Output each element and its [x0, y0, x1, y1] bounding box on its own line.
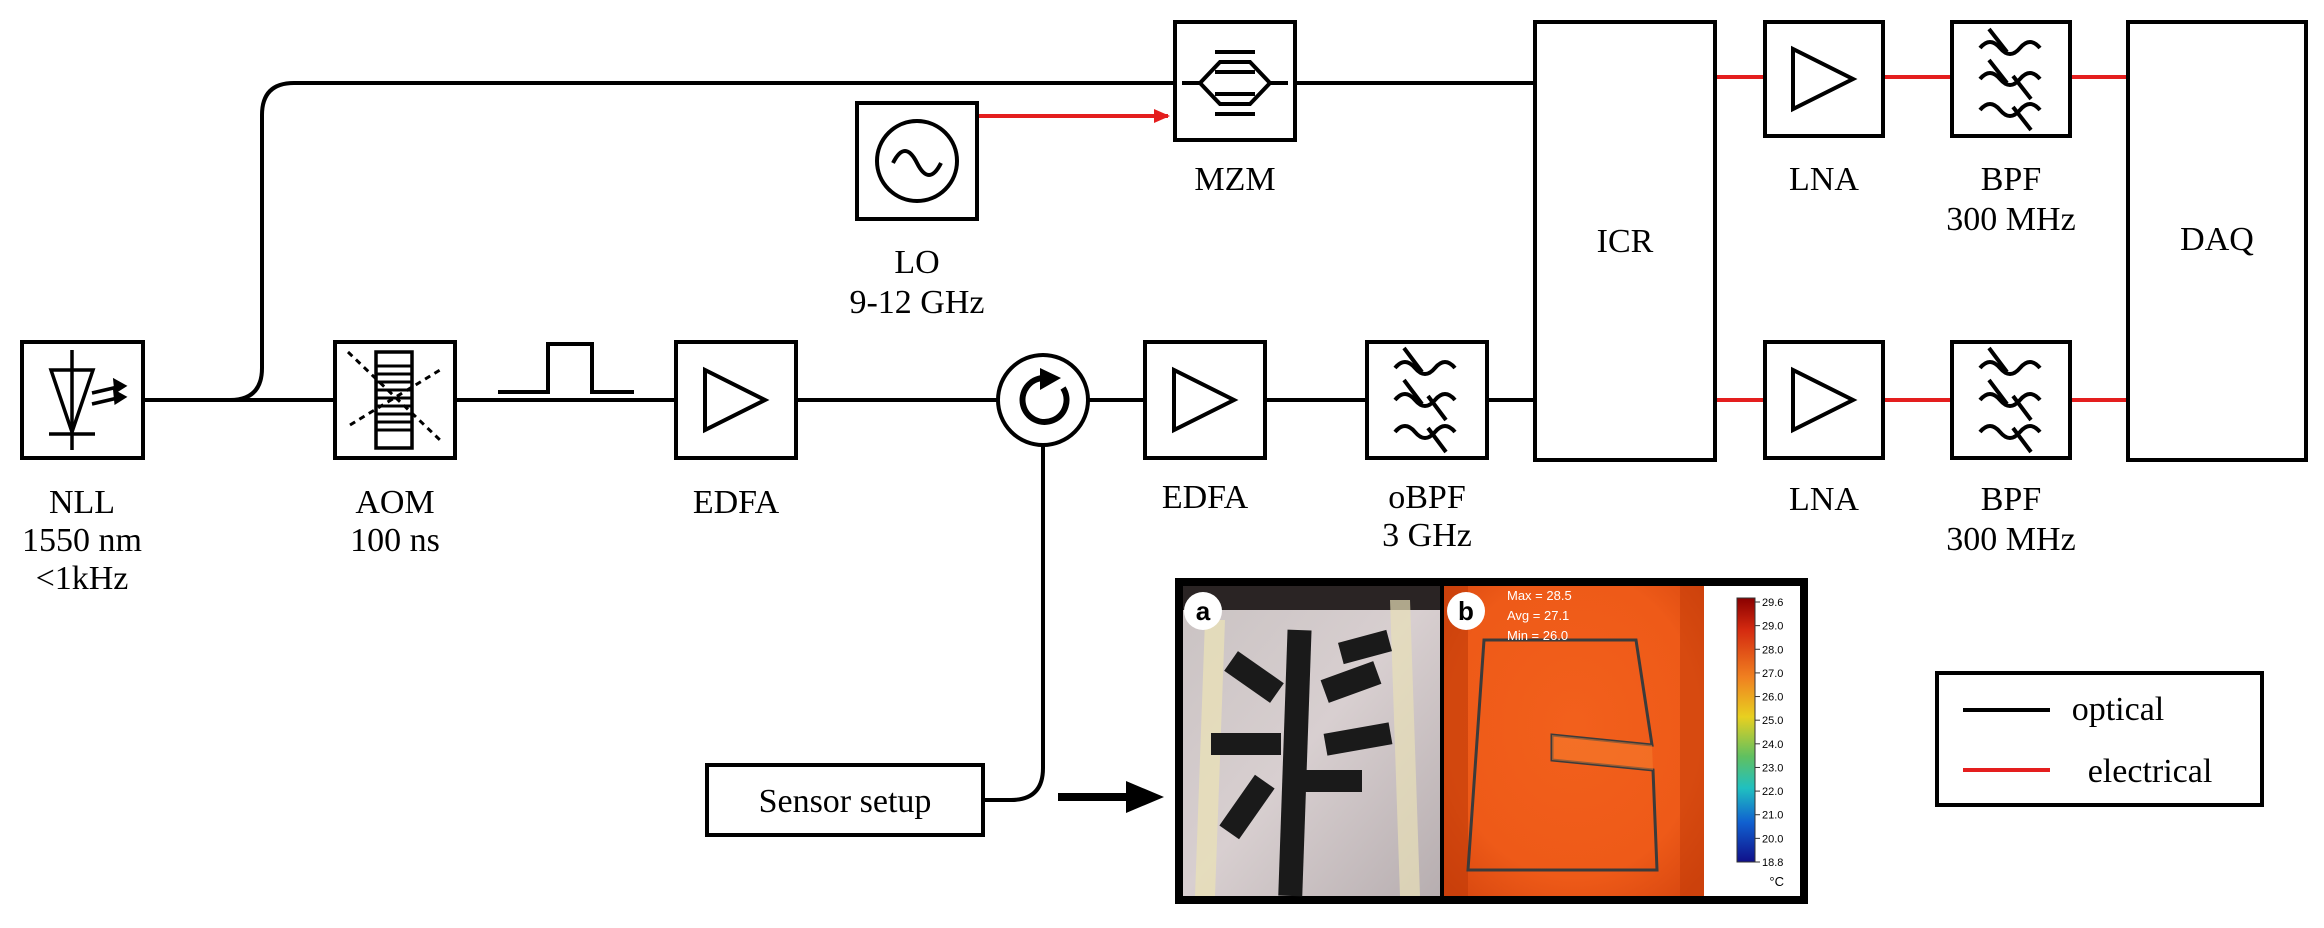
mzm-block: [1173, 20, 1297, 142]
amplifier-triangle-icon: [703, 366, 770, 434]
bpf-top-label: BPF: [1981, 161, 2042, 198]
pulse-shape-icon: [498, 342, 634, 394]
amplifier-triangle-icon: [1172, 366, 1239, 434]
obpf-bandwidth: 3 GHz: [1382, 517, 1472, 554]
thermal-panel-b: b Max = 28.5 Avg = 27.1 Min = 26.0: [1444, 586, 1704, 896]
legend: optical electrical: [1935, 671, 2264, 807]
colorbar-tick-label: 28.0: [1762, 644, 1783, 656]
labels: NLL 1550 nm <1kHz AOM 100 ns EDFA EDFA o…: [22, 161, 2254, 820]
optical-fiber-upper: [143, 81, 1175, 402]
panel-b-badge: [1447, 592, 1485, 630]
lo-frequency: 9-12 GHz: [849, 284, 984, 321]
lna-top-label: LNA: [1789, 161, 1859, 198]
arrow-right-icon: [1058, 781, 1164, 813]
colorbar-tick-label: 23.0: [1762, 762, 1783, 774]
amplifier-triangle-icon: [1791, 45, 1858, 113]
stat-min: Min = 26.0: [1507, 628, 1568, 643]
stat-avg: Avg = 27.1: [1507, 608, 1569, 623]
sensor-setup-block: [705, 763, 985, 837]
lna-top-block: [1763, 20, 1885, 138]
amplifier-triangle-icon: [1791, 366, 1858, 434]
bpf-bottom-block: [1950, 340, 2072, 460]
colorbar-tick-label: 29.6: [1762, 597, 1783, 609]
colorbar-tick-label: 29.0: [1762, 621, 1783, 633]
bandpass-filter-icon: [1978, 27, 2042, 132]
colorbar-panel: 29.6 29.0 28.0 27.0 26.0 25.0 24.0 23.0 22.0 21.0…: [1704, 586, 1800, 896]
lna-bottom-label: LNA: [1789, 481, 1859, 518]
lo-label: LO: [894, 244, 939, 281]
aom-label: AOM: [355, 484, 434, 521]
colorbar-tick-label: 24.0: [1762, 739, 1783, 751]
bandpass-filter-icon: [1393, 346, 1457, 454]
electrical-paths: [977, 75, 2128, 402]
colorbar-tick-label: 26.0: [1762, 692, 1783, 704]
circulator-icon: [1019, 368, 1070, 425]
nll-label: NLL: [49, 484, 115, 521]
colorbar-tick-label: 20.0: [1762, 833, 1783, 845]
bandpass-filter-icon: [1978, 346, 2042, 454]
legend-label-electrical: electrical: [2088, 753, 2213, 790]
nll-linewidth: <1kHz: [36, 560, 129, 597]
optical-fiber-sensor: [983, 445, 1045, 802]
nll-block: [20, 340, 145, 460]
laser-diode-icon: [48, 350, 128, 450]
panel-a-badge: [1184, 592, 1222, 630]
edfa2-label: EDFA: [1162, 479, 1249, 516]
colorbar-gradient: [1736, 597, 1756, 863]
colorbar-tick-label: 18.8: [1762, 857, 1783, 869]
obpf-label: oBPF: [1388, 479, 1466, 516]
panel-a-label: a: [1196, 596, 1211, 626]
daq-block: [2126, 20, 2308, 462]
aom-pulse: 100 ns: [350, 522, 440, 559]
circulator-block: [996, 353, 1090, 447]
modulator-icon: [1182, 50, 1288, 116]
lo-block: [855, 101, 979, 221]
sine-source-icon: [875, 119, 959, 203]
bpf-top-block: [1950, 20, 2072, 138]
obpf-block: [1365, 340, 1489, 460]
panel-b-label: b: [1458, 596, 1474, 626]
edfa1-block: [674, 340, 798, 460]
colorbar-tick-label: 27.0: [1762, 668, 1783, 680]
sensor-setup-label: Sensor setup: [759, 783, 932, 820]
icr-block: [1533, 20, 1717, 462]
mzm-label: MZM: [1194, 161, 1275, 198]
colorbar-unit: °C: [1769, 874, 1784, 889]
daq-label: DAQ: [2180, 221, 2254, 258]
nll-wavelength: 1550 nm: [22, 522, 142, 559]
photo-panel-a: a: [1183, 586, 1440, 897]
edfa1-label: EDFA: [693, 484, 780, 521]
colorbar-tick-label: 21.0: [1762, 810, 1783, 822]
optical-paths: [143, 81, 1535, 802]
bpf-top-bandwidth: 300 MHz: [1946, 201, 2075, 238]
acousto-optic-modulator-icon: [346, 350, 442, 450]
icr-label: ICR: [1597, 223, 1654, 260]
lna-bottom-block: [1763, 340, 1885, 460]
bpf-bottom-label: BPF: [1981, 481, 2042, 518]
legend-label-optical: optical: [2072, 691, 2165, 728]
colorbar-tick-label: 22.0: [1762, 786, 1783, 798]
aom-block: [333, 340, 457, 460]
colorbar-ticks: 29.6 29.0 28.0 27.0 26.0 25.0 24.0 23.0 22.0 21.0…: [1755, 597, 1783, 869]
inset-images: a b Max = 28.5 Avg = 27.1 Min = 26.0 29.…: [1175, 578, 1808, 904]
bpf-bottom-bandwidth: 300 MHz: [1946, 521, 2075, 558]
stat-max: Max = 28.5: [1507, 588, 1572, 603]
edfa2-block: [1143, 340, 1267, 460]
colorbar-tick-label: 25.0: [1762, 715, 1783, 727]
